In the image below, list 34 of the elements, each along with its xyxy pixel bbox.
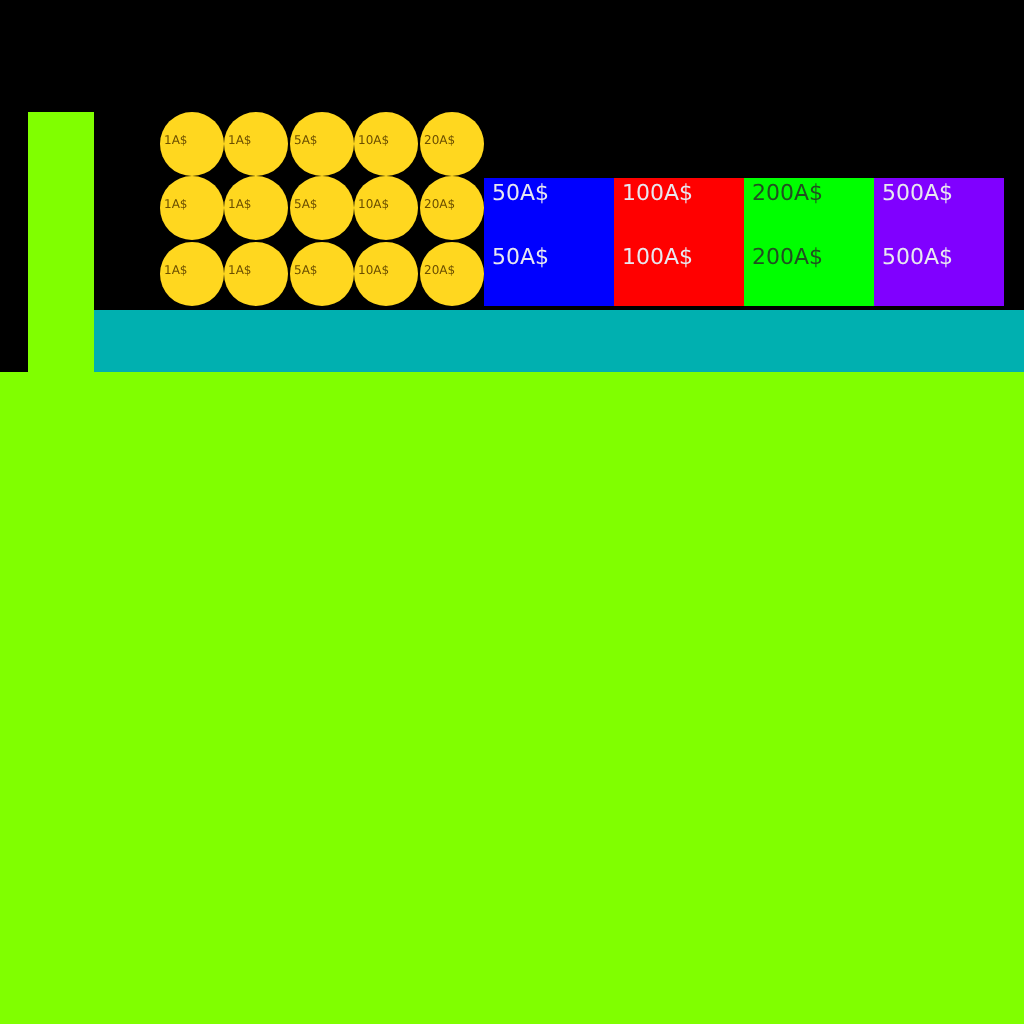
coin <box>160 112 224 176</box>
banknote <box>484 178 614 242</box>
floor <box>0 372 1024 1024</box>
coin <box>290 242 354 306</box>
value-label: 200A$ <box>752 180 824 206</box>
banknote <box>744 178 874 242</box>
coin <box>354 176 418 240</box>
coin <box>354 112 418 176</box>
banknote <box>484 242 614 306</box>
coin <box>290 112 354 176</box>
coin <box>420 176 484 240</box>
coin <box>224 176 288 240</box>
banknote <box>874 178 1004 242</box>
banknote <box>874 242 1004 306</box>
value-label: 50A$ <box>492 244 550 270</box>
value-label: 200A$ <box>752 244 824 270</box>
shelf <box>94 310 1024 372</box>
value-label: 100A$ <box>622 244 694 270</box>
banknote <box>614 242 744 306</box>
value-label: 500A$ <box>882 180 954 206</box>
value-label: 50A$ <box>492 180 550 206</box>
coin <box>160 242 224 306</box>
coin <box>290 176 354 240</box>
coin <box>420 242 484 306</box>
banknote <box>614 178 744 242</box>
banknote <box>744 242 874 306</box>
coin <box>224 112 288 176</box>
coin <box>420 112 484 176</box>
pillar <box>28 112 94 372</box>
value-label: 500A$ <box>882 244 954 270</box>
coin <box>354 242 418 306</box>
coin <box>224 242 288 306</box>
coin <box>160 176 224 240</box>
value-label: 100A$ <box>622 180 694 206</box>
